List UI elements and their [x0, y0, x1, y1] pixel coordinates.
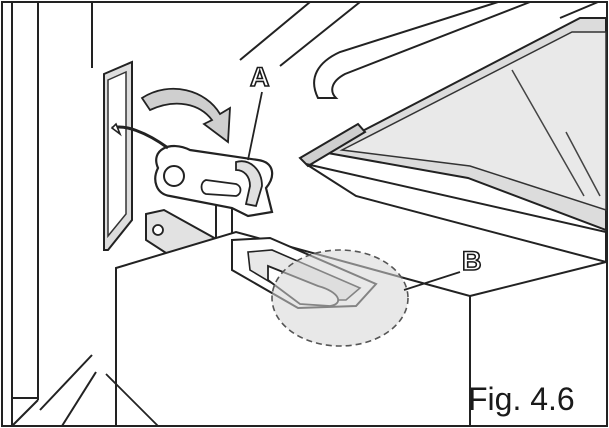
door-top-edge — [298, 122, 367, 168]
lever-tab — [235, 160, 263, 208]
door-bottom-line — [105, 373, 159, 427]
lever-pivot — [163, 165, 185, 187]
door-right-edge — [469, 261, 607, 297]
lever-slot — [200, 179, 242, 197]
label-b: B — [462, 246, 482, 276]
lever-wire-hook — [110, 122, 122, 137]
hinge-rivet — [152, 224, 164, 236]
glass-reflection — [511, 69, 601, 197]
leader-line-b — [403, 271, 461, 291]
door-glass-inner — [339, 31, 607, 212]
rotation-arrow-icon — [140, 88, 231, 144]
highlight-circle-b — [271, 249, 409, 347]
hinge-mount-plate-inner — [107, 70, 127, 239]
leader-line-a — [247, 91, 263, 161]
label-a: A — [250, 62, 270, 92]
rail-handle — [313, 0, 531, 99]
figure-caption: Fig. 4.6 — [468, 381, 575, 417]
cabinet-wall — [11, 2, 97, 427]
oven-top-lines — [112, 1, 599, 67]
